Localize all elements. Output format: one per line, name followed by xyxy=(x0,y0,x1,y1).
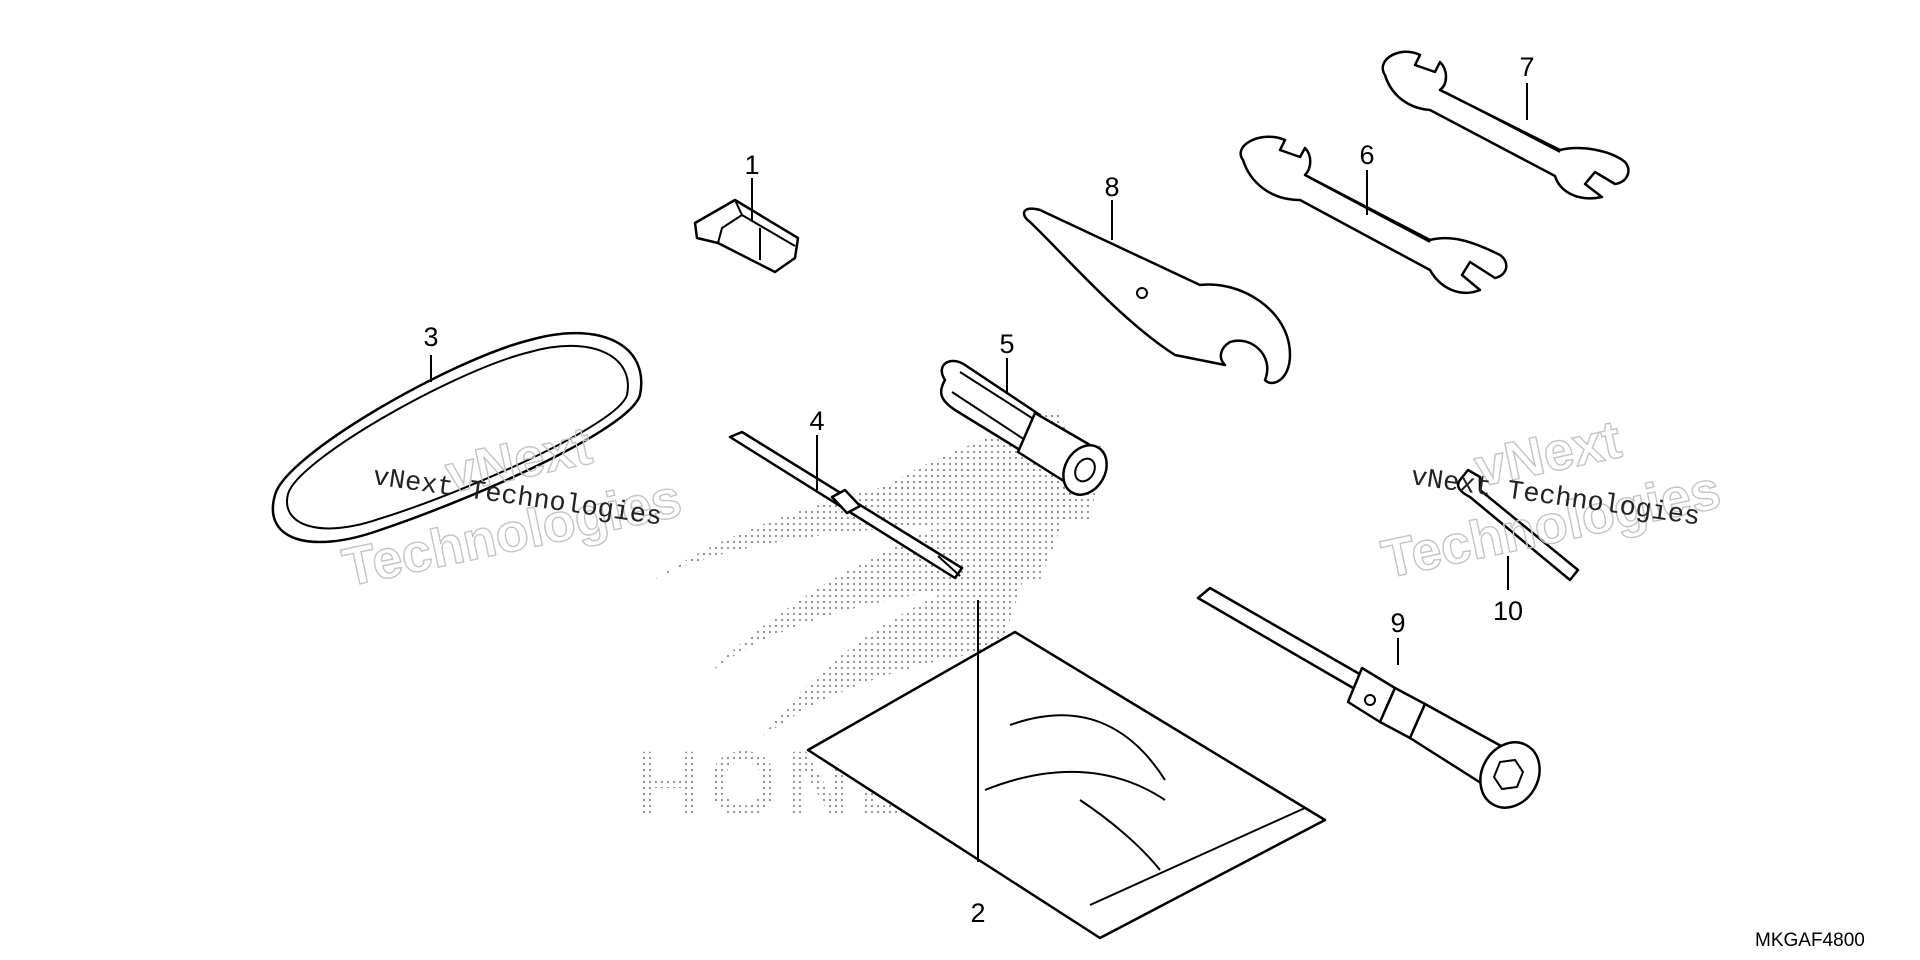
callout-6: 6 xyxy=(1359,140,1374,170)
callout-5: 5 xyxy=(999,329,1014,359)
part-5-screwdriver-handle xyxy=(939,359,1108,496)
callout-10: 10 xyxy=(1493,596,1523,626)
leader-lines xyxy=(430,83,1528,862)
part-4-screwdriver-blade xyxy=(728,430,964,580)
callout-8: 8 xyxy=(1104,172,1119,202)
callout-numbers: 1 2 3 4 5 6 7 8 9 10 xyxy=(423,52,1534,928)
part-3-cable-loop xyxy=(271,331,643,544)
part-9-plug-wrench xyxy=(1196,586,1541,809)
diagram-code: MKGAF4800 xyxy=(1755,930,1865,951)
callout-7: 7 xyxy=(1519,52,1534,82)
callout-1: 1 xyxy=(744,150,759,180)
part-7-wrench xyxy=(1381,50,1630,200)
part-2-manual xyxy=(806,630,1327,940)
callout-2: 2 xyxy=(970,898,985,928)
part-8-pin-spanner xyxy=(1022,207,1292,385)
callout-9: 9 xyxy=(1390,608,1405,638)
part-10-hex-key xyxy=(1456,468,1580,582)
part-1-clip xyxy=(693,198,800,274)
part-6-wrench xyxy=(1239,135,1508,295)
callout-4: 4 xyxy=(809,406,824,436)
callout-3: 3 xyxy=(423,322,438,352)
